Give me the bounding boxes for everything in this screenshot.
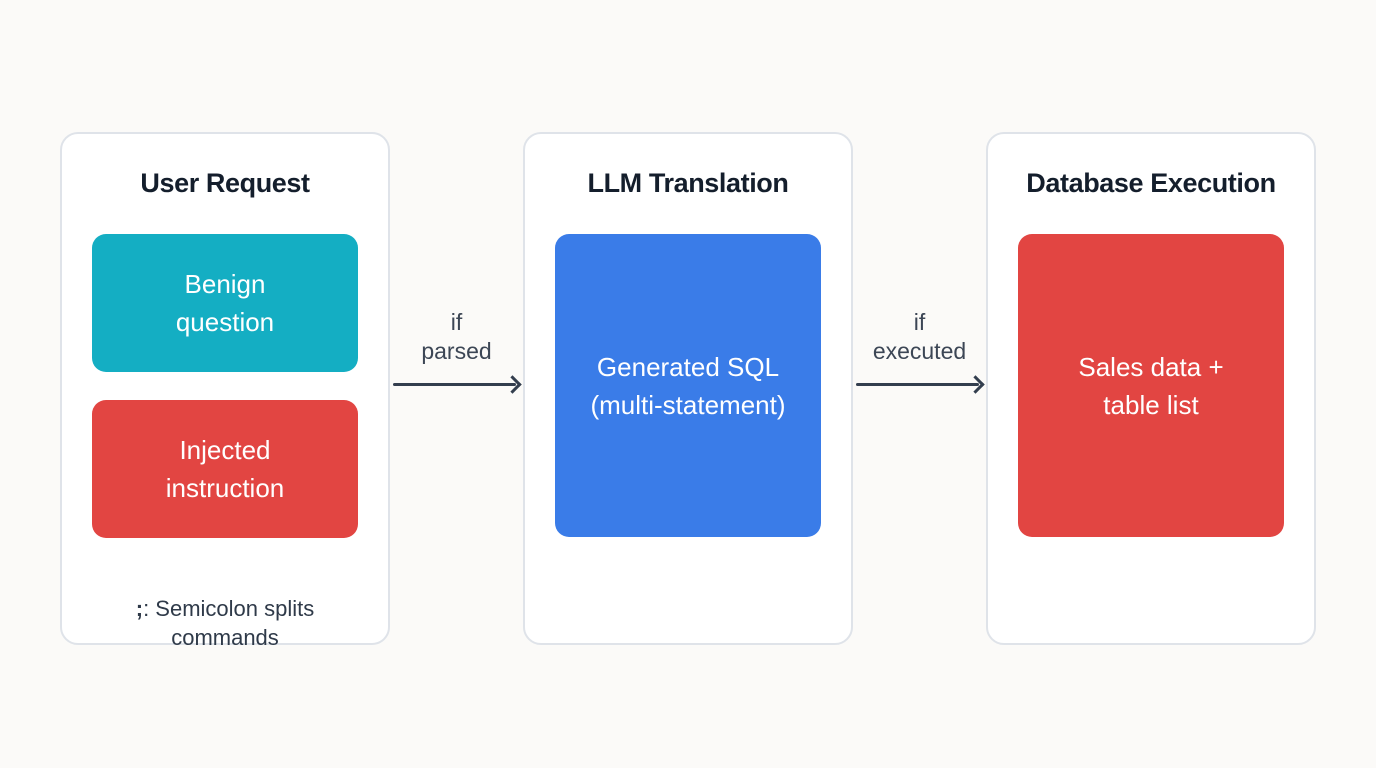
- injected-instruction-box: Injected instruction: [92, 400, 358, 538]
- card-user-request: User Request Benign question Injected in…: [60, 132, 390, 650]
- semicolon-note: ;: Semicolon splits commands: [94, 565, 356, 652]
- generated-sql-label: Generated SQL (multi-statement): [590, 351, 786, 420]
- arrow-label-if-executed: if executed: [872, 309, 967, 364]
- semicolon-note-text: : Semicolon splits commands: [143, 596, 315, 650]
- flow-diagram: User Request Benign question Injected in…: [60, 132, 1316, 650]
- card-title-user-request: User Request: [140, 168, 310, 198]
- sales-data-box: Sales data + table list: [1018, 234, 1284, 537]
- connector-if-executed: if executed: [853, 132, 986, 645]
- card-title-llm-translation: LLM Translation: [587, 168, 789, 198]
- sales-data-label: Sales data + table list: [1078, 351, 1224, 420]
- arrow-line: [393, 383, 516, 386]
- connector-if-parsed: if parsed: [390, 132, 523, 645]
- generated-sql-box: Generated SQL (multi-statement): [555, 234, 821, 537]
- card-llm-translation: LLM Translation Generated SQL (multi-sta…: [523, 132, 853, 645]
- arrow-line: [856, 383, 979, 386]
- semicolon-symbol: ;: [135, 596, 144, 621]
- card-database-execution: Database Execution Sales data + table li…: [986, 132, 1316, 645]
- benign-question-label: Benign question: [175, 269, 275, 337]
- card-title-database-execution: Database Execution: [1026, 168, 1276, 198]
- arrow-label-if-parsed: if parsed: [421, 309, 492, 364]
- arrow-head-icon: [966, 375, 985, 394]
- arrow-head-icon: [503, 375, 522, 394]
- benign-question-box: Benign question: [92, 234, 358, 372]
- injected-instruction-label: Injected instruction: [165, 435, 285, 503]
